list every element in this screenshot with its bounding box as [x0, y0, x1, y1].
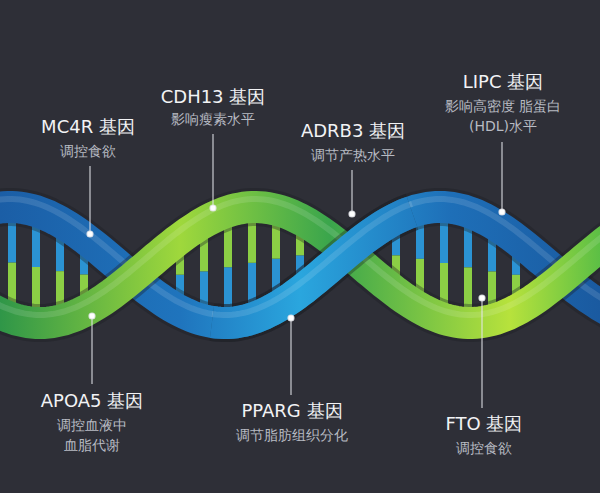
blue-strand-highlight — [212, 204, 412, 315]
gene-function: 影响瘦素水平 — [171, 109, 255, 129]
gene-name: MC4R 基因 — [41, 116, 135, 138]
gene-function: 调节产热水平 — [311, 145, 395, 165]
gene-function: 调控食欲 — [456, 438, 512, 458]
gene-name: LIPC 基因 — [463, 71, 543, 93]
gene-name: PPARG 基因 — [241, 400, 342, 422]
blue-strand-shadow — [212, 212, 412, 323]
gene-function: 调控血液中 血脂代谢 — [47, 415, 137, 455]
gene-function: 影响高密度 脂蛋白(HDL)水平 — [435, 96, 571, 136]
gene-name: ADRB3 基因 — [301, 120, 405, 142]
blue-strand — [212, 212, 412, 323]
gene-function: 调节脂肪组织分化 — [236, 425, 348, 445]
gene-name: CDH13 基因 — [161, 86, 266, 108]
gene-name: FTO 基因 — [446, 413, 523, 435]
gene-function: 调控食欲 — [60, 141, 116, 161]
gene-name: APOA5 基因 — [41, 390, 144, 412]
